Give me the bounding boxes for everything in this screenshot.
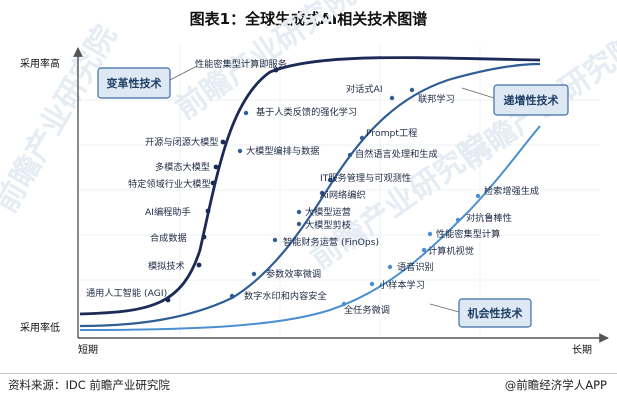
incremental-box: 递增性技术 xyxy=(493,84,569,116)
point-marker xyxy=(319,190,325,196)
point-label: 大模型运营 xyxy=(305,206,351,218)
y-axis-high-label: 采用率高 xyxy=(20,57,60,70)
point-label: 数字水印和内容安全 xyxy=(244,290,327,302)
point-marker xyxy=(210,180,216,186)
point-marker xyxy=(475,193,481,199)
opportunistic-points: 检索增强生成 对抗鲁棒性 性能密集型计算 计算机视觉 语音识别 小样本学习 全任… xyxy=(341,185,539,316)
source-note: 资料来源：IDC 前瞻产业研究院 xyxy=(8,378,170,392)
point-label: Prompt工程 xyxy=(366,128,417,139)
point-label: 智能财务运营 (FinOps) xyxy=(283,236,379,248)
x-axis-short-label: 短期 xyxy=(78,343,98,356)
watermark-4: 前瞻产业研究院 xyxy=(0,20,124,219)
point-label: 自然语言处理和生成 xyxy=(355,148,438,160)
brand-credit: @前瞻经济学人APP xyxy=(504,378,607,392)
point-marker xyxy=(201,234,207,240)
point-marker xyxy=(251,271,257,277)
point-label: 对抗鲁棒性 xyxy=(466,212,512,224)
transformative-curve xyxy=(79,56,541,316)
point-label: 基于人类反馈的强化学习 xyxy=(256,106,357,118)
point-label: 语音识别 xyxy=(397,261,434,273)
point-label: 多模态大模型 xyxy=(155,161,210,173)
point-marker xyxy=(409,87,415,93)
point-marker xyxy=(196,262,202,268)
point-marker xyxy=(165,297,171,303)
point-label: 全任务微调 xyxy=(344,304,390,316)
opportunistic-box: 机会性技术 xyxy=(458,298,532,328)
incremental-points: 对话式AI 联邦学习 基于人类反馈的强化学习 Prompt工程 大模型编排与数据… xyxy=(229,83,455,302)
incremental-label: 递增性技术 xyxy=(504,93,559,107)
point-label: 检索增强生成 xyxy=(484,185,539,197)
point-marker xyxy=(421,247,427,253)
point-marker xyxy=(327,177,333,183)
point-marker xyxy=(213,164,219,170)
point-marker xyxy=(347,152,353,158)
point-marker xyxy=(296,221,302,227)
point-label: 性能密集型计算即服务 xyxy=(195,58,287,70)
point-label: 大模型编排与数据 xyxy=(246,145,320,157)
point-marker xyxy=(243,110,249,116)
point-label: 模拟技术 xyxy=(148,260,185,272)
figure-title: 图表1：全球生成式AI相关技术图谱 xyxy=(189,10,428,28)
technology-curve-diagram: 前瞻产业研究院 前瞻产业研究院 前瞻产业研究院 前瞻产业研究院 采用率高 采用率… xyxy=(0,0,617,356)
figure-footer: 资料来源：IDC 前瞻产业研究院 @前瞻经济学人APP xyxy=(0,373,617,403)
point-marker xyxy=(272,237,278,243)
point-label: Ai网络编织 xyxy=(320,189,366,201)
point-marker xyxy=(237,148,243,154)
point-label: IT服务管理与可观测性 xyxy=(320,172,411,184)
point-label: 联邦学习 xyxy=(418,93,455,105)
transformative-box: 变革性技术 xyxy=(97,67,171,99)
point-marker xyxy=(389,95,395,101)
point-label: 小样本学习 xyxy=(379,279,425,291)
opportunistic-curve xyxy=(79,125,541,331)
incremental-curve xyxy=(79,62,541,328)
point-label: 特定领域行业大模型 xyxy=(128,178,211,190)
incremental-connector xyxy=(461,87,495,99)
point-marker xyxy=(220,139,226,145)
point-label: 参数效率微调 xyxy=(266,268,321,280)
opportunistic-label: 机会性技术 xyxy=(468,306,523,320)
x-axis-long-label: 长期 xyxy=(572,344,592,356)
point-label: 性能密集型计算 xyxy=(436,228,500,240)
point-label: AI编程助手 xyxy=(145,206,191,218)
point-marker xyxy=(341,301,347,307)
point-label: 开源与闭源大模型 xyxy=(145,136,219,148)
y-axis-low-label: 采用率低 xyxy=(20,321,60,334)
point-marker xyxy=(427,231,433,237)
point-marker xyxy=(229,293,235,299)
transformative-label: 变革性技术 xyxy=(107,76,162,90)
point-marker xyxy=(205,208,211,214)
point-label: 通用人工智能 (AGI) xyxy=(86,287,167,299)
footer-divider xyxy=(0,373,617,374)
point-marker xyxy=(273,67,279,73)
point-marker xyxy=(455,217,461,223)
point-label: 合成数据 xyxy=(150,232,187,244)
point-marker xyxy=(369,281,375,287)
point-label: 大模型剪枝 xyxy=(305,219,351,231)
point-label: 对话式AI xyxy=(346,83,383,95)
point-marker xyxy=(359,135,365,141)
point-label: 计算机视觉 xyxy=(428,245,474,257)
opportunistic-connector xyxy=(429,303,460,313)
point-marker xyxy=(296,209,302,215)
transformative-connector xyxy=(169,65,198,81)
transformative-points: 性能密集型计算即服务 开源与闭源大模型 多模态大模型 特定领域行业大模型 AI编… xyxy=(86,58,287,303)
point-marker xyxy=(387,264,393,270)
